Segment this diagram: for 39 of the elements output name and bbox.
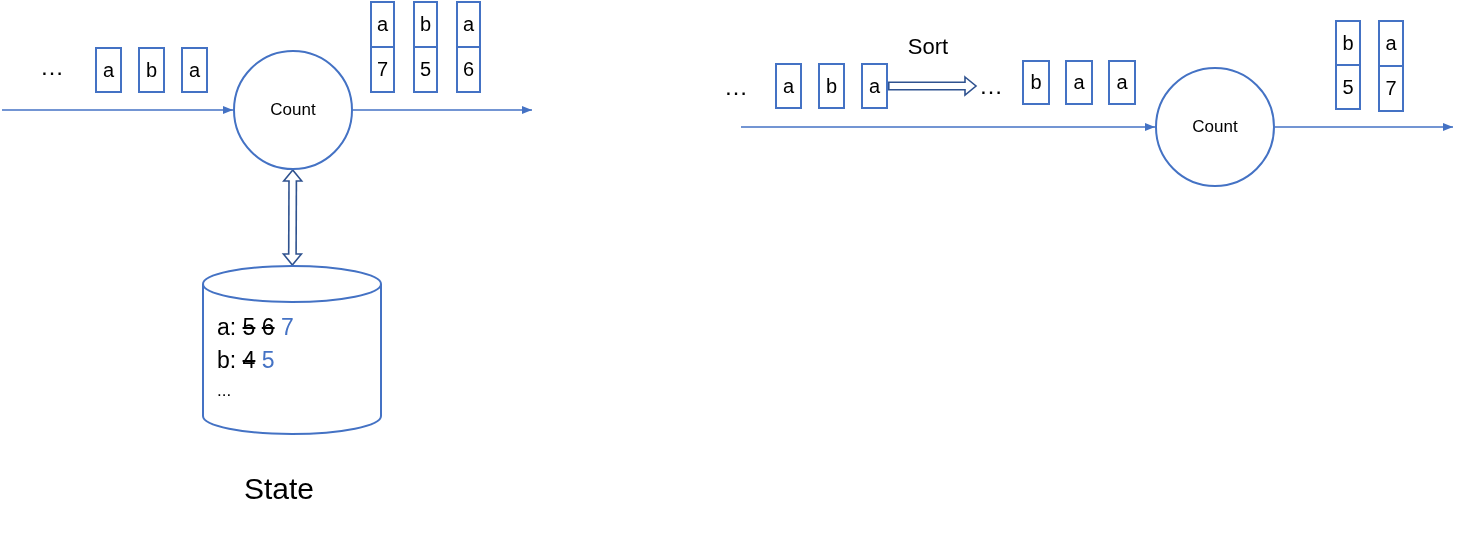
output-record (1378, 20, 1404, 112)
output-record (370, 1, 395, 93)
ellipsis: … (976, 73, 1006, 99)
arrow (352, 106, 533, 114)
arrow (1, 106, 234, 114)
record-count: 7 (375, 57, 390, 82)
hollow-arrow (888, 76, 977, 96)
record-key: b (1337, 22, 1359, 66)
record-key: a (372, 3, 393, 48)
record-box: b (818, 63, 845, 109)
state-heading: State (244, 472, 315, 505)
record-box: b (1022, 60, 1050, 105)
record-count: 7 (1384, 76, 1398, 101)
record-box: a (1065, 60, 1093, 105)
output-record (413, 1, 438, 93)
state-entry: ... (217, 382, 232, 401)
record-box: a (95, 47, 122, 93)
hollow-arrow (282, 169, 303, 266)
record-box: a (1108, 60, 1136, 105)
record-box: b (138, 47, 165, 93)
operator-circle: Count (1155, 67, 1275, 187)
arrow (1274, 123, 1454, 131)
arrow (740, 123, 1156, 131)
record-key: b (415, 3, 436, 48)
record-count: 5 (418, 57, 433, 82)
record-count: 6 (461, 57, 476, 82)
state-entry: a: 5 6 7 (217, 315, 294, 341)
record-box: a (181, 47, 208, 93)
record-count: 5 (1341, 74, 1355, 100)
record-box: a (861, 63, 888, 109)
record-box: a (775, 63, 802, 109)
record-key: a (458, 3, 479, 48)
operator-circle: Count (233, 50, 353, 170)
state-entry: b: 4 5 (217, 348, 275, 374)
output-record (456, 1, 481, 93)
output-record (1335, 20, 1361, 110)
ellipsis: … (724, 74, 748, 101)
ellipsis: … (40, 54, 64, 81)
record-key: a (1380, 22, 1402, 67)
